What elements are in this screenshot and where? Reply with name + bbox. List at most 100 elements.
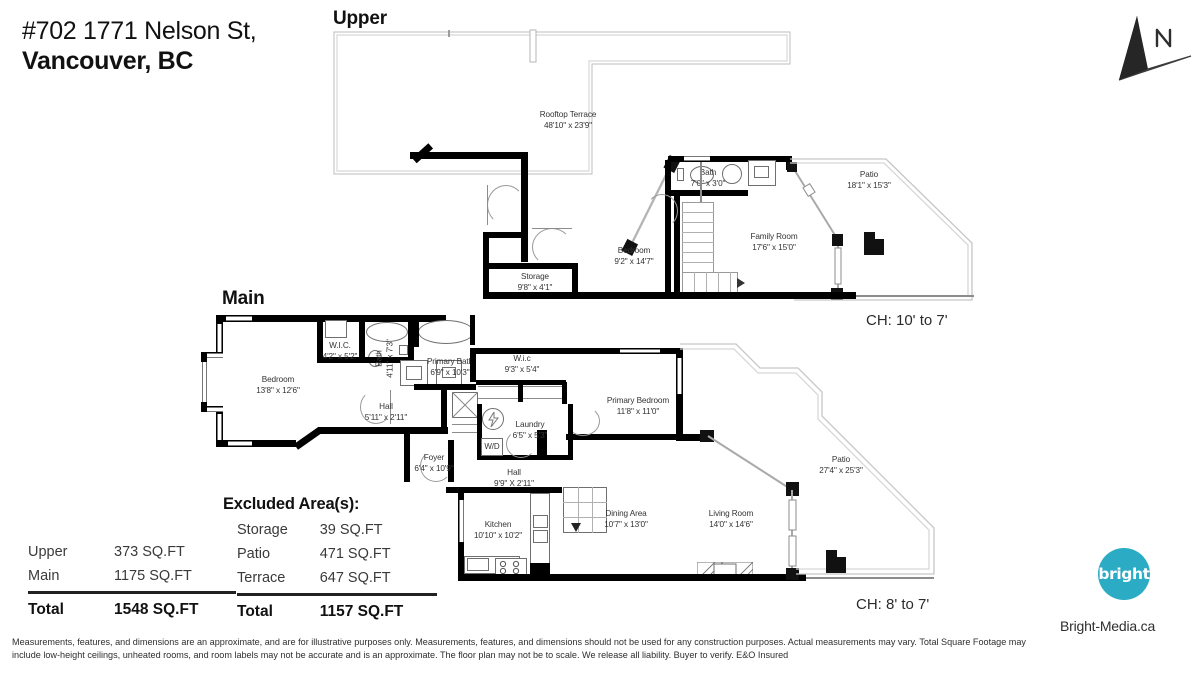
main-patio-outline [680, 343, 935, 575]
stair-tread [682, 232, 714, 233]
vanity-upper [748, 160, 776, 186]
window-bay-top [207, 353, 223, 358]
wall-laundry-bottom [477, 455, 573, 460]
patio-furniture-main [826, 550, 846, 573]
wall-upper-storage-top [483, 263, 578, 269]
window-bay-bottom [207, 407, 223, 412]
area-row-label: Upper [28, 544, 68, 560]
stair-tread [682, 242, 714, 243]
room-label-rooftop-terrace: Rooftop Terrace 48'10" x 23'9" [539, 110, 597, 130]
excluded-total-value: 1157 SQ.FT [319, 602, 404, 620]
area-total-label: Total [28, 600, 64, 618]
brand-caption: Bright-Media.ca [1060, 618, 1156, 634]
table-row: Patio 471 SQ.FT [237, 542, 437, 566]
door-arc-upper-1 [487, 185, 525, 225]
wall-primarybath-left [414, 315, 419, 347]
address-line-2: Vancouver, BC [22, 47, 194, 75]
stair-tread [682, 252, 714, 253]
stair-tread [682, 222, 714, 223]
address-line-1: #702 1771 Nelson St, [22, 17, 257, 45]
north-arrow-icon [1118, 16, 1192, 81]
wall-main-left-kitchen-stub [446, 487, 460, 493]
room-label-main-hall1: Hall 5'11" x 2'11" [364, 402, 408, 422]
wall-wic2-divider [518, 385, 523, 402]
label-washer-dryer: W/D [484, 442, 500, 451]
room-label-main-wic2: W.i.c 9'3" x 5'4" [504, 354, 540, 374]
room-label-main-kitchen: Kitchen 10'10" x 10'2" [473, 520, 523, 540]
sink-main-bath [399, 345, 408, 355]
door-arc-upper-2 [532, 228, 572, 266]
wall-main-top-left [216, 315, 446, 322]
room-label-upper-patio: Patio 18'1" x 15'3" [847, 170, 891, 190]
wall-upper-bath-bottom [668, 190, 718, 196]
main-patio-glazing [700, 430, 799, 580]
bright-logo-text: bright [1098, 565, 1150, 583]
wall-hall1-right [441, 390, 447, 430]
window-main-left-1 [217, 324, 222, 352]
wall-wic-left [317, 315, 323, 363]
stair-direction-arrow-icon [737, 278, 745, 288]
wall-wic2-top [470, 348, 614, 354]
shower-basin-primary [406, 366, 422, 380]
excluded-row-value: 39 SQ.FT [319, 522, 383, 538]
thinwall-upper-bottom-ext [856, 295, 974, 297]
kitchen-sink [467, 558, 489, 571]
table-row: Main 1175 SQ.FT [28, 564, 236, 588]
excluded-areas-title: Excluded Area(s): [223, 495, 360, 513]
door-arc-foyer [420, 450, 452, 482]
wall-upper-storage-right [572, 263, 578, 299]
room-label-main-hall2: Hall 9'9" X 2'11" [494, 468, 534, 488]
thinwall-upper-hall [700, 162, 702, 222]
wall-kitchen-top [458, 487, 540, 493]
wall-main-bedroom-bottom2 [318, 427, 448, 434]
patio-furniture-upper [864, 232, 884, 255]
toilet-primary-bath [442, 367, 456, 378]
shelf-line-2 [563, 517, 607, 518]
shelf-vline-1 [578, 487, 579, 533]
floor-label-upper: Upper [333, 8, 387, 29]
doorleaf-upper-2 [532, 228, 572, 230]
upper-terrace-outline [333, 29, 791, 175]
laundry-bolt-icon [488, 412, 500, 427]
area-row-value: 373 SQ.FT [114, 544, 185, 560]
room-label-main-living: Living Room 14'0" x 14'6" [708, 509, 754, 529]
table-row: Storage 39 SQ.FT [237, 518, 437, 542]
wall-upper-bottom [483, 292, 838, 299]
room-label-upper-family-room: Family Room 17'6" x 15'0" [750, 232, 798, 252]
wall-wic2-bottom [476, 380, 566, 385]
room-label-main-bedroom: Bedroom 13'8" x 12'6" [256, 375, 300, 395]
sink-upper-bath [722, 164, 742, 184]
wall-laundry-left [477, 404, 482, 460]
window-upper-bath [684, 156, 710, 161]
table-row: Upper 373 SQ.FT [28, 540, 236, 564]
room-label-main-primary-bedroom: Primary Bedroom 11'8" x 11'0" [606, 396, 670, 416]
room-label-main-foyer: Foyer 6'4" x 10'9" [414, 453, 454, 473]
wall-primarybath-bottom [414, 384, 476, 390]
room-label-upper-bath: Bath 7'0" x 3'0" [690, 168, 726, 188]
disclaimer-text: Measurements, features, and dimensions a… [12, 637, 1026, 661]
wall-laundry-right [568, 404, 573, 460]
shelf-vline-2 [592, 487, 593, 533]
tub-primary-bath [418, 320, 474, 344]
kitchen-cooktop-cell1 [533, 515, 548, 528]
table-row-total: Total 1157 SQ.FT [237, 600, 437, 624]
room-label-main-bath: Bath 4'11" x 7'3" [374, 339, 395, 378]
area-total-value: 1548 SQ.FT [114, 600, 199, 618]
door-arc-laundry [506, 430, 536, 458]
wall-main-bath-right [408, 315, 414, 357]
upper-patio-glazing [787, 162, 843, 300]
stair-tread [682, 262, 714, 263]
area-row-value: 1175 SQ.FT [114, 568, 192, 584]
table-divider [237, 593, 437, 596]
door-arc-hall1 [360, 390, 392, 424]
room-label-upper-bedroom: Bedroom 9'2" x 14'7" [614, 246, 654, 266]
wall-upper-bath-bottom2 [718, 190, 748, 196]
wall-main-bath-bottom [356, 357, 414, 363]
wall-bay-left2 [201, 402, 207, 412]
page-title: #702 1771 Nelson St, Vancouver, BC [22, 16, 257, 76]
door-arc-upper-family [646, 194, 678, 228]
stair-riser [706, 272, 707, 294]
wall-wic2-left [470, 348, 476, 382]
excluded-row-value: 647 SQ.FT [319, 570, 391, 586]
shelf-line-1 [563, 502, 607, 503]
